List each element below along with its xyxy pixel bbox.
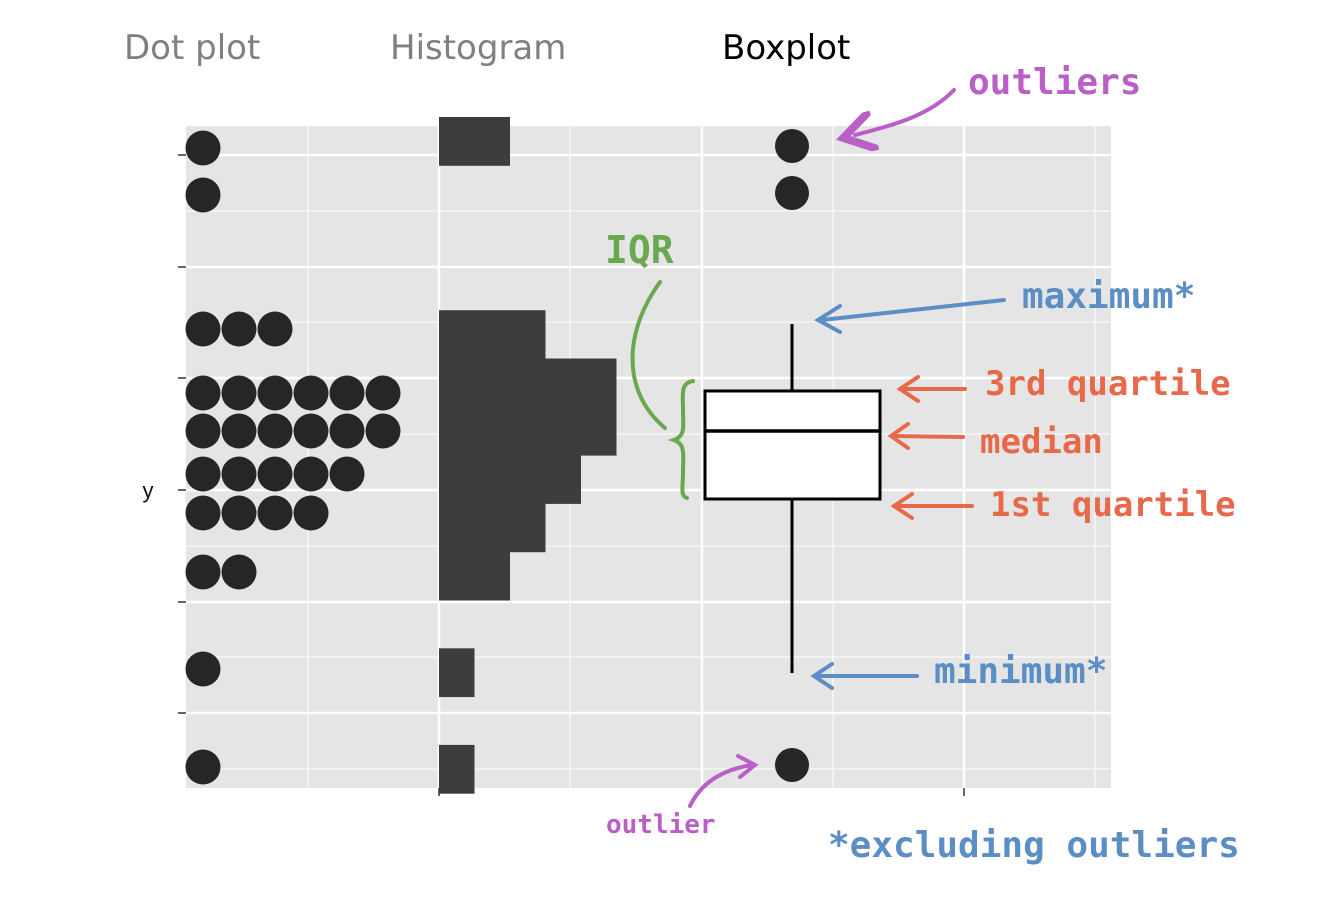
dot-plot-point <box>221 413 257 449</box>
dot-plot-point <box>257 375 293 411</box>
outlier-point <box>775 748 809 782</box>
dot-plot-point <box>221 554 257 590</box>
footnote-excluding-outliers: *excluding outliers <box>828 825 1240 866</box>
histogram-bar <box>439 551 510 601</box>
dot-plot-point <box>185 651 221 687</box>
outlier-point <box>775 176 809 210</box>
histogram-bar <box>439 503 546 553</box>
boxplot-marks <box>703 129 882 782</box>
dot-plot-point <box>221 456 257 492</box>
annotation-outlier: outlier <box>606 754 759 840</box>
annotation-iqr-label: IQR <box>605 228 674 272</box>
annotation-maximum-label: maximum* <box>1022 276 1195 317</box>
outlier-point <box>775 129 809 163</box>
annotation-outliers: outliers <box>855 62 1141 135</box>
dot-plot-point <box>329 456 365 492</box>
y-axis-ticks <box>178 154 186 714</box>
annotation-q3: 3rd quartile <box>896 364 1231 404</box>
annotation-median: median <box>887 422 1103 462</box>
dot-plot-point <box>185 311 221 347</box>
dot-plot-point <box>185 177 221 213</box>
annotation-q3-label: 3rd quartile <box>985 364 1231 404</box>
dot-plot-point <box>185 375 221 411</box>
histogram-bar <box>439 648 475 698</box>
dot-plot-point <box>365 413 401 449</box>
dot-plot-point <box>329 413 365 449</box>
histogram-marks <box>439 117 617 794</box>
dot-plot-point <box>293 495 329 531</box>
annotation-iqr: IQR <box>605 228 695 500</box>
outlier-arrow <box>688 763 754 808</box>
annotation-q1: 1st quartile <box>890 485 1236 525</box>
dot-plot-point <box>257 413 293 449</box>
tab-histogram[interactable]: Histogram <box>390 28 567 68</box>
dot-plot-point <box>257 456 293 492</box>
iqr-brace <box>667 379 695 500</box>
plot-panel <box>186 126 1111 788</box>
annotation-minimum-label: minimum* <box>934 651 1107 692</box>
annotation-q1-label: 1st quartile <box>990 485 1236 525</box>
annotation-outlier-label: outlier <box>606 810 716 840</box>
histogram-bar <box>439 117 510 166</box>
dot-plot-point <box>293 375 329 411</box>
dot-plot-point <box>221 495 257 531</box>
median-arrow <box>891 434 965 439</box>
histogram-bar <box>439 358 617 408</box>
dot-plot-point <box>185 554 221 590</box>
histogram-bar <box>439 455 581 504</box>
histogram-bar <box>439 406 617 456</box>
dot-plot-point <box>221 311 257 347</box>
maximum-arrow <box>820 298 1006 322</box>
iqr-box <box>703 389 882 501</box>
dot-plot-point <box>293 456 329 492</box>
tab-dot-plot[interactable]: Dot plot <box>124 28 261 68</box>
dot-plot-point <box>185 495 221 531</box>
dot-plot-marks <box>185 130 401 785</box>
dot-plot-point <box>221 375 257 411</box>
dot-plot-point <box>257 311 293 347</box>
histogram-bar <box>439 744 475 794</box>
dot-plot-point <box>185 130 221 166</box>
iqr-leader-curve <box>630 280 667 430</box>
outliers-arrow <box>855 88 956 135</box>
dot-plot-point <box>329 375 365 411</box>
annotation-median-label: median <box>980 422 1103 462</box>
annotation-minimum: minimum* <box>810 651 1107 692</box>
histogram-bar <box>439 310 546 359</box>
y-axis-label: y <box>143 478 154 503</box>
annotation-outliers-label: outliers <box>968 62 1141 103</box>
annotation-maximum: maximum* <box>814 276 1195 334</box>
dot-plot-point <box>257 495 293 531</box>
dot-plot-point <box>185 749 221 785</box>
dot-plot-point <box>293 413 329 449</box>
dot-plot-point <box>185 456 221 492</box>
tab-boxplot[interactable]: Boxplot <box>722 28 851 68</box>
dot-plot-point <box>185 413 221 449</box>
dot-plot-point <box>365 375 401 411</box>
